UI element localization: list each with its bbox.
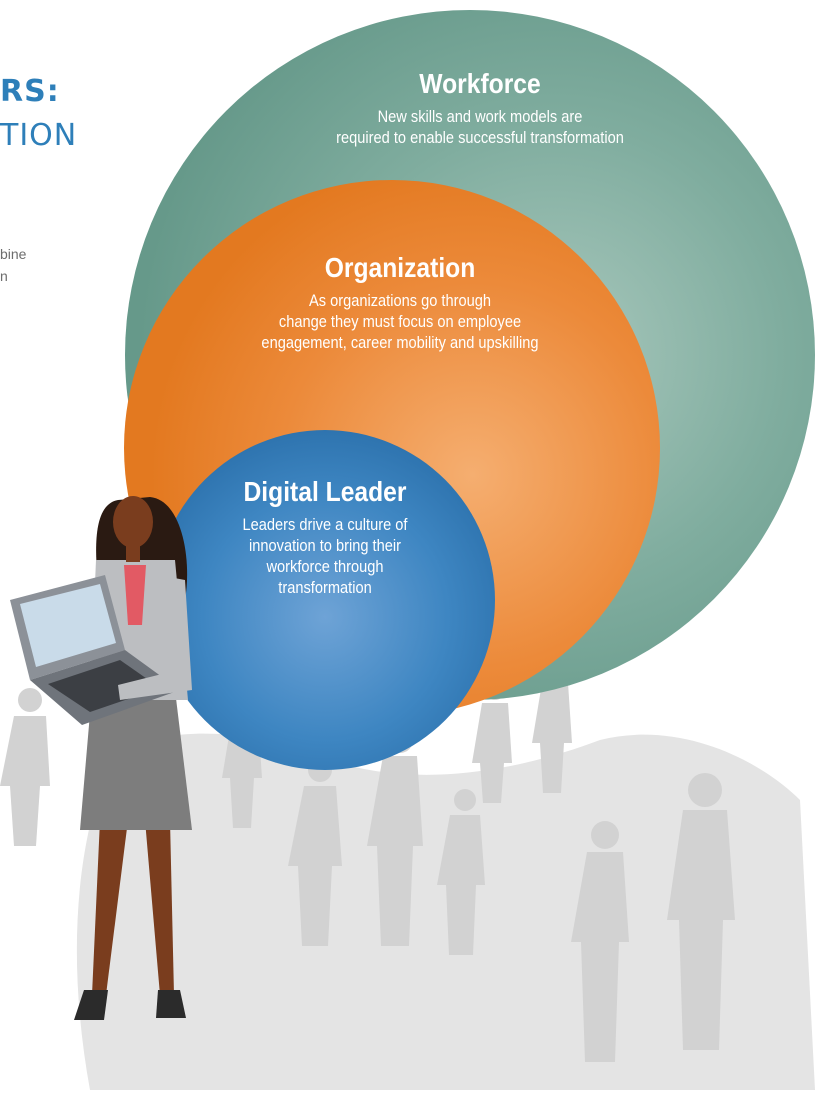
- woman-with-laptop-illustration: [10, 496, 192, 1020]
- digital-leader-description-line: Leaders drive a culture of: [242, 515, 408, 534]
- digital-leader-description-line: innovation to bring their: [248, 536, 401, 555]
- digital-leader-heading: Digital Leader: [243, 476, 407, 507]
- digital-leader-description-line: workforce through: [266, 557, 384, 576]
- workforce-description-line: required to enable successful transforma…: [336, 128, 624, 147]
- digital-leader-description: Leaders drive a culture of innovation to…: [200, 514, 449, 598]
- person-silhouette: [437, 789, 485, 955]
- digital-leader-label-group: Digital Leader Leaders drive a culture o…: [180, 476, 470, 598]
- organization-description: As organizations go through change they …: [228, 290, 572, 353]
- organization-label-group: Organization As organizations go through…: [200, 252, 600, 353]
- organization-description-line: engagement, career mobility and upskilli…: [261, 333, 539, 352]
- workforce-description: New skills and work models are required …: [282, 106, 678, 148]
- digital-leader-circle: [155, 430, 495, 770]
- person-silhouette: [0, 688, 50, 846]
- organization-description-line: As organizations go through: [308, 291, 492, 310]
- intro-text-line-1: bine: [0, 246, 27, 262]
- organization-description-line: change they must focus on employee: [278, 312, 522, 331]
- intro-text-line-2: n: [0, 268, 8, 284]
- page-title-line-1: RS:: [0, 74, 60, 109]
- workforce-label-group: Workforce New skills and work models are…: [250, 68, 710, 148]
- person-silhouette: [667, 773, 735, 1050]
- organization-heading: Organization: [324, 252, 476, 283]
- workforce-description-line: New skills and work models are: [377, 107, 583, 126]
- digital-leader-description-line: transformation: [278, 578, 372, 597]
- world-map-backdrop: [76, 733, 815, 1090]
- page-title-line-2: TION: [0, 118, 78, 153]
- workforce-heading: Workforce: [419, 68, 541, 99]
- person-silhouette: [571, 821, 629, 1062]
